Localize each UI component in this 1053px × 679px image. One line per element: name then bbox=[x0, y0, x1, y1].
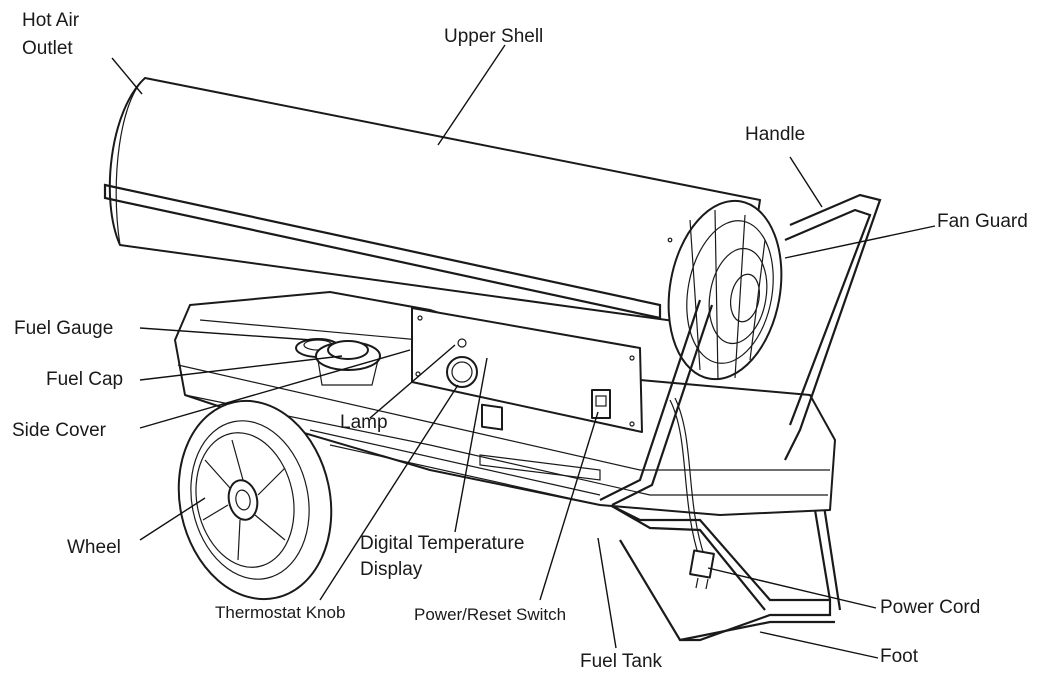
leader-lines bbox=[111, 44, 936, 659]
fan-guard-icon bbox=[667, 199, 783, 381]
side-cover bbox=[411, 307, 643, 433]
label-power-reset-switch: Power/Reset Switch bbox=[414, 605, 567, 624]
label-power-cord: Power Cord bbox=[880, 597, 981, 618]
wheel-icon bbox=[177, 399, 333, 601]
label-digital-temperature-display-line1: Digital Temperature bbox=[360, 533, 525, 554]
lamp-icon bbox=[457, 338, 467, 348]
label-upper-shell: Upper Shell bbox=[444, 26, 544, 47]
thermostat-knob-icon bbox=[446, 356, 478, 388]
label-handle: Handle bbox=[745, 124, 806, 145]
label-fuel-gauge: Fuel Gauge bbox=[14, 318, 114, 339]
label-hot-air-outlet-line2: Outlet bbox=[22, 38, 73, 59]
digital-temperature-display-icon bbox=[481, 403, 503, 431]
label-foot: Foot bbox=[880, 646, 919, 667]
power-cord bbox=[669, 397, 715, 590]
label-fuel-tank: Fuel Tank bbox=[580, 651, 663, 672]
handle bbox=[599, 193, 882, 506]
power-reset-switch-icon bbox=[591, 389, 611, 419]
label-side-cover: Side Cover bbox=[12, 420, 106, 441]
upper-shell bbox=[103, 77, 761, 331]
label-digital-temperature-display-line2: Display bbox=[360, 559, 423, 580]
label-lamp: Lamp bbox=[340, 412, 388, 433]
label-thermostat-knob: Thermostat Knob bbox=[215, 603, 346, 622]
label-fan-guard: Fan Guard bbox=[937, 211, 1028, 232]
label-wheel: Wheel bbox=[67, 537, 121, 558]
label-fuel-cap: Fuel Cap bbox=[46, 369, 124, 390]
label-hot-air-outlet-line1: Hot Air bbox=[22, 10, 80, 31]
